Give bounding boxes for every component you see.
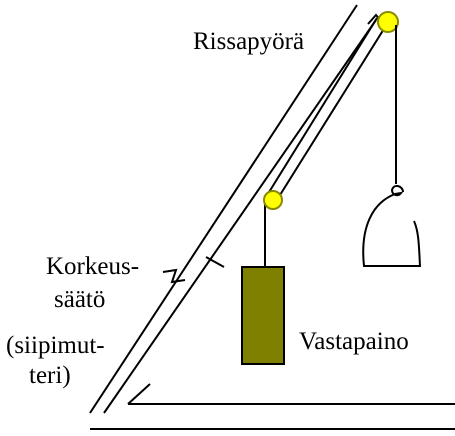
counterweight-block [241,266,285,365]
height-adjust-label-4: teri) [29,362,71,389]
base-inner-diagonal [127,383,151,405]
pulley-label: Rissapyörä [193,28,304,55]
hook-icon [362,184,422,267]
height-adjust-label-1: Korkeus- [46,253,139,280]
slide-rod-left [265,17,378,198]
lower-pulley [263,190,283,210]
top-pulley [377,11,399,33]
height-adjust-label-2: säätö [54,286,105,313]
wing-nut-icon [162,268,186,284]
slide-rod-right [274,23,388,204]
height-adjust-label-3: (siipimut- [6,332,105,359]
counterweight-label: Vastapaino [299,328,409,355]
adjust-mark-upper [205,256,225,268]
support-diagonal-inner [103,19,377,414]
support-diagonal-outer [89,4,358,414]
